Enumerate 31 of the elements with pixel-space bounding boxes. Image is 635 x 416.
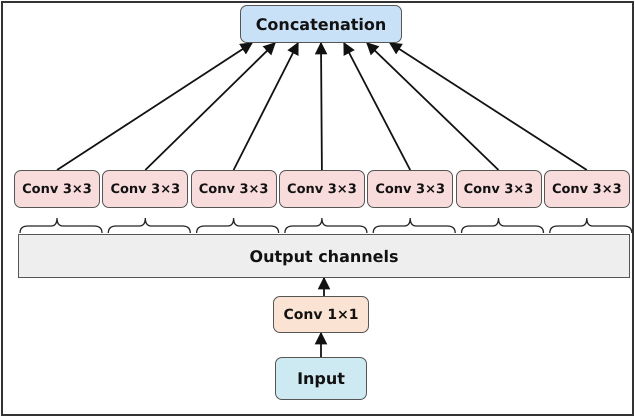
concatenation-box — [240, 5, 402, 43]
node-label: Conv 3×3 — [22, 182, 92, 196]
node-label: Conv 3×3 — [375, 182, 446, 196]
input-box — [275, 357, 367, 400]
node-label: Conv 3×3 — [287, 182, 357, 196]
arrow — [366, 42, 500, 171]
arrow — [314, 42, 328, 170]
conv-box — [14, 170, 100, 208]
conv-box — [278, 170, 365, 208]
node-label: Conv 3×3 — [552, 182, 622, 196]
node-label: Conv 3×3 — [464, 182, 534, 196]
arrow — [56, 42, 254, 171]
conv-box — [456, 170, 542, 208]
arrow — [388, 42, 588, 171]
arrow — [144, 42, 276, 171]
conv-box — [544, 170, 630, 208]
node-label: Conv 1×1 — [283, 306, 359, 322]
conv-box — [102, 170, 188, 208]
arrow — [318, 276, 330, 296]
output-channels-bar — [18, 234, 630, 278]
conv-box — [273, 296, 369, 333]
arrow — [314, 332, 328, 357]
arrow — [343, 42, 411, 170]
node-label: Output channels — [249, 246, 398, 266]
node-label: Conv 3×3 — [110, 182, 180, 196]
node-label: Input — [297, 369, 345, 388]
arrow — [232, 42, 299, 170]
node-label: Conv 3×3 — [198, 182, 268, 196]
conv-box — [367, 170, 454, 208]
conv-box — [190, 170, 277, 208]
node-label: Concatenation — [256, 14, 386, 34]
